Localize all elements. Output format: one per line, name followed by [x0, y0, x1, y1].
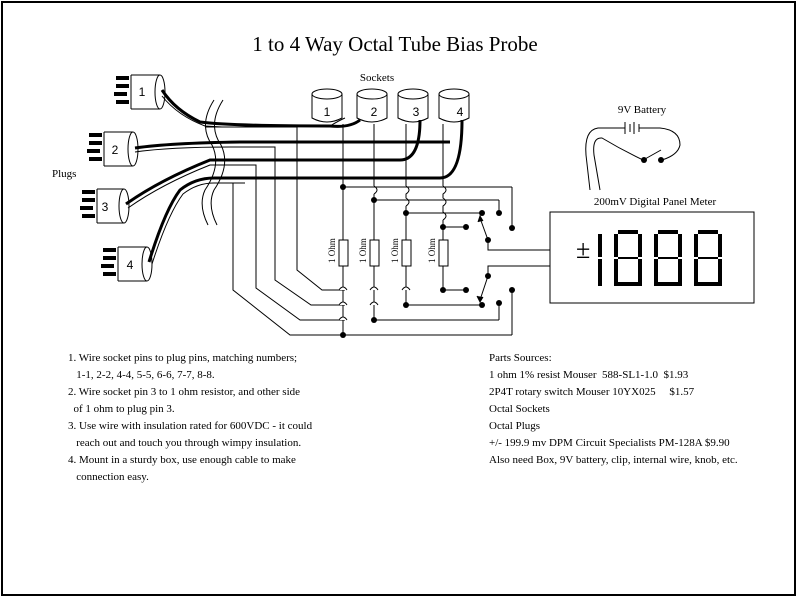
lower-rails: [338, 286, 513, 336]
plug-4: 4: [101, 246, 153, 282]
battery: [585, 122, 681, 191]
panel-meter: [549, 211, 755, 304]
instruction-line: 1. Wire socket pins to plug pins, matchi…: [68, 352, 298, 364]
battery-switch-dots: [641, 157, 664, 163]
parts-item: Octal Sockets: [489, 403, 550, 415]
segment-e-digit-2: [614, 259, 618, 286]
instruction-line: reach out and touch you through wimpy in…: [68, 437, 302, 449]
segment-c-digit-4: [718, 259, 722, 286]
instructions: 1. Wire socket pins to plug pins, matchi…: [68, 350, 312, 486]
svg-text:4: 4: [127, 258, 134, 272]
instruction-line: connection easy.: [68, 471, 149, 483]
instruction-line: 2. Wire socket pin 3 to 1 ohm resistor, …: [68, 386, 301, 398]
segment-g-digit-2: [618, 257, 638, 259]
plug-2: 2: [87, 131, 139, 167]
meter-display: ±: [576, 230, 722, 286]
svg-text:1: 1: [139, 85, 146, 99]
resistor-label-3: 1 Ohm: [390, 238, 400, 263]
plugs-label: Plugs: [52, 168, 76, 180]
socket-1: 1: [311, 88, 343, 123]
svg-text:4: 4: [457, 105, 464, 119]
instruction-line: 1-1, 2-2, 4-4, 5-5, 6-6, 7-7, 8-8.: [68, 369, 215, 381]
instruction-line: 4. Mount in a sturdy box, use enough cab…: [68, 454, 296, 466]
segment-b-digit-3: [678, 234, 682, 257]
segment-c-digit-2: [638, 259, 642, 286]
junction-dots: [340, 184, 515, 338]
segment-a-digit-3: [658, 230, 678, 234]
segment-a-digit-2: [618, 230, 638, 234]
segment-b-digit-2: [638, 234, 642, 257]
socket-3: 3: [397, 88, 429, 123]
instruction-line: of 1 ohm to plug pin 3.: [68, 403, 175, 415]
resistor-label-1: 1 Ohm: [327, 238, 337, 263]
plug-cables: [125, 89, 464, 265]
plug-1: 1: [114, 74, 166, 110]
segment-d-digit-4: [698, 282, 718, 286]
segment-e-digit-4: [694, 259, 698, 286]
segment-f-digit-4: [694, 234, 698, 257]
segment-d-digit-2: [618, 282, 638, 286]
resistor-label-4: 1 Ohm: [427, 238, 437, 263]
resistor-label-2: 1 Ohm: [358, 238, 368, 263]
instruction-line: 3. Use wire with insulation rated for 60…: [68, 420, 313, 432]
socket-2: 2: [356, 88, 388, 123]
parts-heading: Parts Sources:: [489, 352, 552, 364]
meter-digits: [598, 230, 722, 286]
meter-sign: ±: [576, 235, 590, 264]
sockets-label: Sockets: [360, 72, 394, 84]
segment-b-digit-1: [598, 234, 602, 257]
battery-label: 9V Battery: [618, 104, 667, 116]
svg-text:2: 2: [371, 105, 378, 119]
parts-item: Octal Plugs: [489, 420, 541, 432]
svg-text:2: 2: [112, 143, 119, 157]
upper-rails: [343, 186, 513, 228]
parts-item: +/- 199.9 mv DPM Circuit Specialists PM-…: [489, 437, 730, 449]
diagram-title: 1 to 4 Way Octal Tube Bias Probe: [252, 32, 538, 56]
parts-item: 1 ohm 1% resist Mouser 588-SL1-1.0 $1.93: [489, 369, 689, 381]
segment-f-digit-3: [654, 234, 658, 257]
segment-c-digit-3: [678, 259, 682, 286]
segment-b-digit-4: [718, 234, 722, 257]
break-mark-2: [210, 99, 226, 226]
socket-4: 4: [438, 88, 470, 123]
resistors: [338, 239, 449, 335]
segment-g-digit-3: [658, 257, 678, 259]
meter-label: 200mV Digital Panel Meter: [594, 196, 717, 208]
segment-d-digit-3: [658, 282, 678, 286]
plug-3: 3: [80, 188, 130, 224]
parts-list: Parts Sources: 1 ohm 1% resist Mouser 58…: [489, 350, 738, 469]
rotary-switch: [476, 214, 550, 304]
svg-text:3: 3: [102, 200, 109, 214]
segment-g-digit-4: [698, 257, 718, 259]
segment-f-digit-2: [614, 234, 618, 257]
parts-item: Also need Box, 9V battery, clip, interna…: [489, 454, 738, 466]
svg-text:1: 1: [324, 105, 331, 119]
parts-item: 2P4T rotary switch Mouser 10YX025 $1.57: [489, 386, 695, 398]
svg-text:3: 3: [413, 105, 420, 119]
segment-c-digit-1: [598, 259, 602, 286]
thin-return-wires: [205, 126, 345, 336]
segment-a-digit-4: [698, 230, 718, 234]
break-mark-1: [201, 99, 217, 226]
segment-e-digit-3: [654, 259, 658, 286]
